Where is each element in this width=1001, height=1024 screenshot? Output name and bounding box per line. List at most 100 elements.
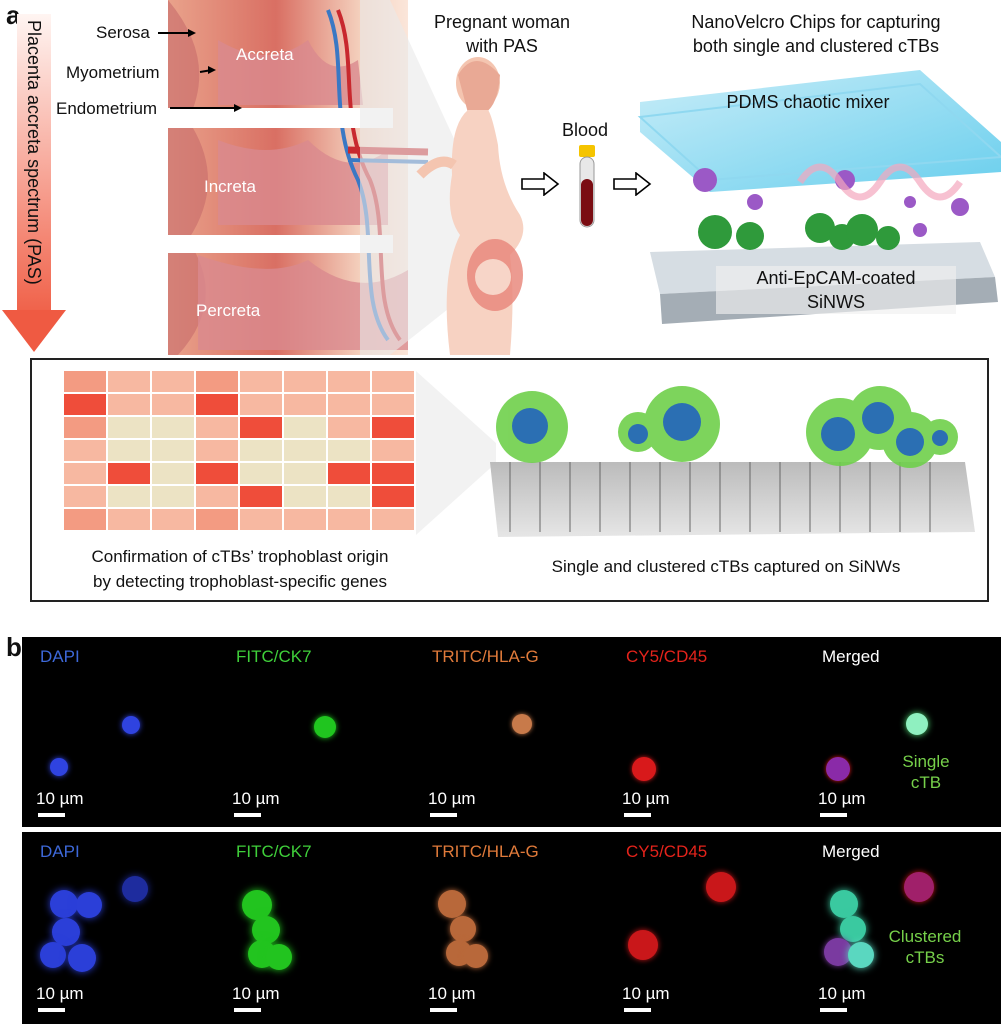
heatmap-cell [240,509,282,530]
heatmap-cell [196,394,238,415]
serosa-label: Serosa [96,23,150,42]
micrograph-r1-cy5: CY5/CD45 10 µm [608,637,804,827]
blood-label: Blood [562,120,609,140]
heatmap-cell [328,394,370,415]
scale-bar-label: 10 µm [36,789,84,808]
heatmap-cell [372,509,414,530]
channel-label: CY5/CD45 [626,647,708,666]
heatmap-cell [152,463,194,484]
heatmap-cell [328,486,370,507]
gene-heatmap [64,371,416,535]
heatmap-cell [108,371,150,392]
heatmap-cell [64,440,106,461]
scale-bar-label: 10 µm [622,984,670,1003]
heatmap-cell [64,486,106,507]
heatmap-cell [328,371,370,392]
scale-bar-label: 10 µm [232,984,280,1003]
pdms-label: PDMS chaotic mixer [726,92,890,112]
scale-bar-label: 10 µm [232,789,280,808]
heatmap-cell [108,417,150,438]
heatmap-cell [196,463,238,484]
heatmap-cell [284,417,326,438]
micrograph-r1-dapi: DAPI 10 µm [22,637,218,827]
scale-bar [38,1008,65,1012]
channel-label: DAPI [40,647,80,666]
scale-bar-label: 10 µm [428,789,476,808]
micrograph-r2-tritc: TRITC/HLA-G 10 µm [414,832,608,1024]
scale-bar [430,813,457,817]
arrow-to-chip-icon [613,172,652,196]
channel-label: FITC/CK7 [236,842,312,861]
channel-label: Merged [822,842,880,861]
heatmap-cell [152,371,194,392]
myometrium-label: Myometrium [66,63,160,82]
micrograph-r1-fitc: FITC/CK7 10 µm [218,637,414,827]
heatmap-zoom-wedge [416,371,496,535]
heatmap-cell [328,417,370,438]
heatmap-cell [328,509,370,530]
scale-bar-label: 10 µm [428,984,476,1003]
heatmap-cell [64,417,106,438]
heatmap-cell [152,394,194,415]
scale-bar-label: 10 µm [622,789,670,808]
blood-tube-icon [579,145,595,228]
channel-label: FITC/CK7 [236,647,312,666]
capture-caption: Single and clustered cTBs captured on Si… [551,557,901,576]
heatmap-cell [196,371,238,392]
micrograph-r2-fitc: FITC/CK7 10 µm [218,832,414,1024]
micrograph-r2-dapi: DAPI 10 µm [22,832,218,1024]
heatmap-cell [372,417,414,438]
inset-box [30,358,989,602]
heatmap-cell [284,509,326,530]
heatmap-cell [372,394,414,415]
channel-label: TRITC/HLA-G [432,647,539,666]
scale-bar [820,813,847,817]
heatmap-cell [108,463,150,484]
heatmap-cell [284,463,326,484]
scale-bar [624,1008,651,1012]
heatmap-cell [284,440,326,461]
scale-bar [820,1008,847,1012]
layer-pointer-arrows [158,29,242,112]
channel-label: CY5/CD45 [626,842,708,861]
channel-label: TRITC/HLA-G [432,842,539,861]
heatmap-cell [196,440,238,461]
increta-label: Increta [204,177,256,196]
scale-bar [430,1008,457,1012]
heatmap-cell [240,463,282,484]
heatmap-cell [196,509,238,530]
percreta-label: Percreta [196,301,261,320]
heatmap-cell [240,394,282,415]
heatmap-cell [196,417,238,438]
heatmap-cell [152,440,194,461]
heatmap-cell [64,463,106,484]
heatmap-cell [152,486,194,507]
endometrium-label: Endometrium [56,99,158,118]
captured-cells-illustration [490,386,975,537]
heatmap-cell [284,371,326,392]
heatmap-cell [64,394,106,415]
scale-bar [38,813,65,817]
heatmap-cell [64,509,106,530]
scale-bar [624,813,651,817]
heatmap-cell [372,371,414,392]
heatmap-cell [372,463,414,484]
accreta-label: Accreta [236,45,294,64]
scale-bar [234,813,261,817]
heatmap-cell [240,440,282,461]
heatmap-cell [240,417,282,438]
pregnant-woman-figure [416,57,524,355]
heatmap-cell [108,440,150,461]
heatmap-cell [284,394,326,415]
heatmap-cell [108,509,150,530]
heatmap-cell [284,486,326,507]
heatmap-cell [240,371,282,392]
heatmap-cell [64,371,106,392]
panel-b-label: b [6,632,22,662]
arrow-to-blood-icon [521,172,560,196]
